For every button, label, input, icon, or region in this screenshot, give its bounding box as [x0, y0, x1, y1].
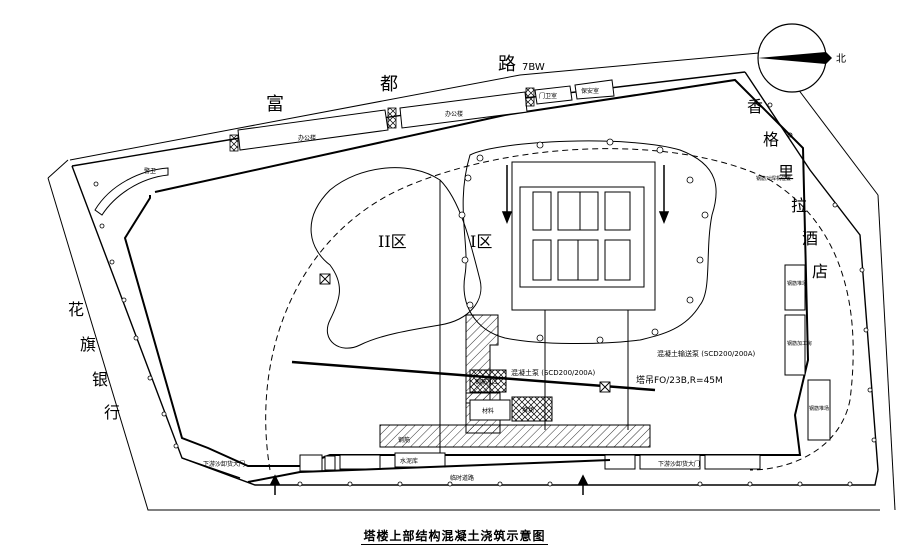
- podium-structures: [379, 314, 651, 448]
- right-storage-2: 钢筋加工房: [787, 340, 812, 347]
- xgll-char-4: 酒: [802, 229, 818, 248]
- crane-label: 塔吊FO/23B,R=45M: [636, 374, 723, 386]
- fence-posts: [93, 102, 877, 487]
- tower-arrows: [501, 165, 670, 225]
- huaqi-char-2: 银: [92, 370, 108, 389]
- left-shed-curve: [94, 167, 169, 216]
- yard-label: 堆场: [522, 406, 534, 414]
- fudu-road-char-2: 路: [498, 54, 516, 75]
- material-label: 材料: [482, 407, 494, 415]
- pump-pipeline: [291, 360, 656, 392]
- right-sheds: [784, 264, 831, 441]
- north-label: 北: [836, 53, 846, 65]
- guard-room-label: 门卫室: [539, 92, 557, 100]
- pump-label-2: 混凝土输送泵 (SCD200/200A): [657, 349, 756, 358]
- tower-core: [511, 161, 656, 311]
- zone-1-label: I区: [470, 232, 492, 251]
- construction-boundary: [123, 78, 810, 467]
- right-gate-label: 下游沙卸货大门: [658, 460, 700, 468]
- diagram-caption: 塔楼上部结构混凝土浇筑示意图: [0, 527, 909, 545]
- rebar-label: 钢筋加工: [475, 378, 499, 386]
- right-storage-1: 钢筋堆场: [787, 280, 807, 287]
- office-label-1: 办公楼: [298, 134, 316, 142]
- zone-2-cloud: [310, 167, 482, 349]
- left-gate-label: 下游沙卸货大门: [203, 460, 245, 468]
- tower-cloud-markers: [458, 138, 709, 344]
- pump-label-1: 混凝土泵 (SCD200/200A): [511, 368, 596, 377]
- office-label-2: 办公楼: [445, 110, 463, 118]
- top-buildings: [237, 79, 615, 151]
- right-top-storage: 钢筋对焊机位置: [756, 175, 791, 182]
- xgll-char-5: 店: [812, 262, 828, 281]
- xgll-char-1: 格: [763, 130, 779, 149]
- huaqi-char-0: 花: [68, 300, 84, 319]
- top-building-hatches: [229, 87, 535, 152]
- zone-2-label: II区: [378, 232, 407, 251]
- xgll-char-0: 香: [747, 97, 763, 116]
- huaqi-char-1: 旗: [80, 335, 96, 354]
- temp-road-label: 临时道路: [450, 474, 474, 482]
- fudu-road-char-1: 都: [380, 74, 398, 95]
- vertical-pipes: [439, 180, 629, 466]
- fudu-road-suffix: 7BW: [522, 62, 545, 73]
- xgll-char-2: 里: [778, 163, 794, 182]
- north-arrow: [757, 23, 832, 93]
- bottom-gates: [299, 452, 761, 472]
- crane-markers: [319, 273, 611, 393]
- left-shed-label: 警卫: [144, 167, 156, 175]
- gate-arrows: [269, 474, 589, 495]
- right-storage-3: 钢筋堆场: [809, 405, 829, 412]
- xgll-char-3: 拉: [791, 196, 807, 215]
- cement-label: 水泥库: [400, 457, 418, 465]
- security-room-label: 保安室: [581, 87, 599, 95]
- diagram-caption-text: 塔楼上部结构混凝土浇筑示意图: [361, 529, 548, 545]
- rebar2-label: 钢筋: [398, 436, 410, 444]
- tower-cloud: [462, 140, 717, 345]
- crane-radius-dashed: [265, 148, 854, 471]
- huaqi-char-3: 行: [104, 403, 120, 422]
- fudu-road-char-0: 富: [266, 94, 284, 115]
